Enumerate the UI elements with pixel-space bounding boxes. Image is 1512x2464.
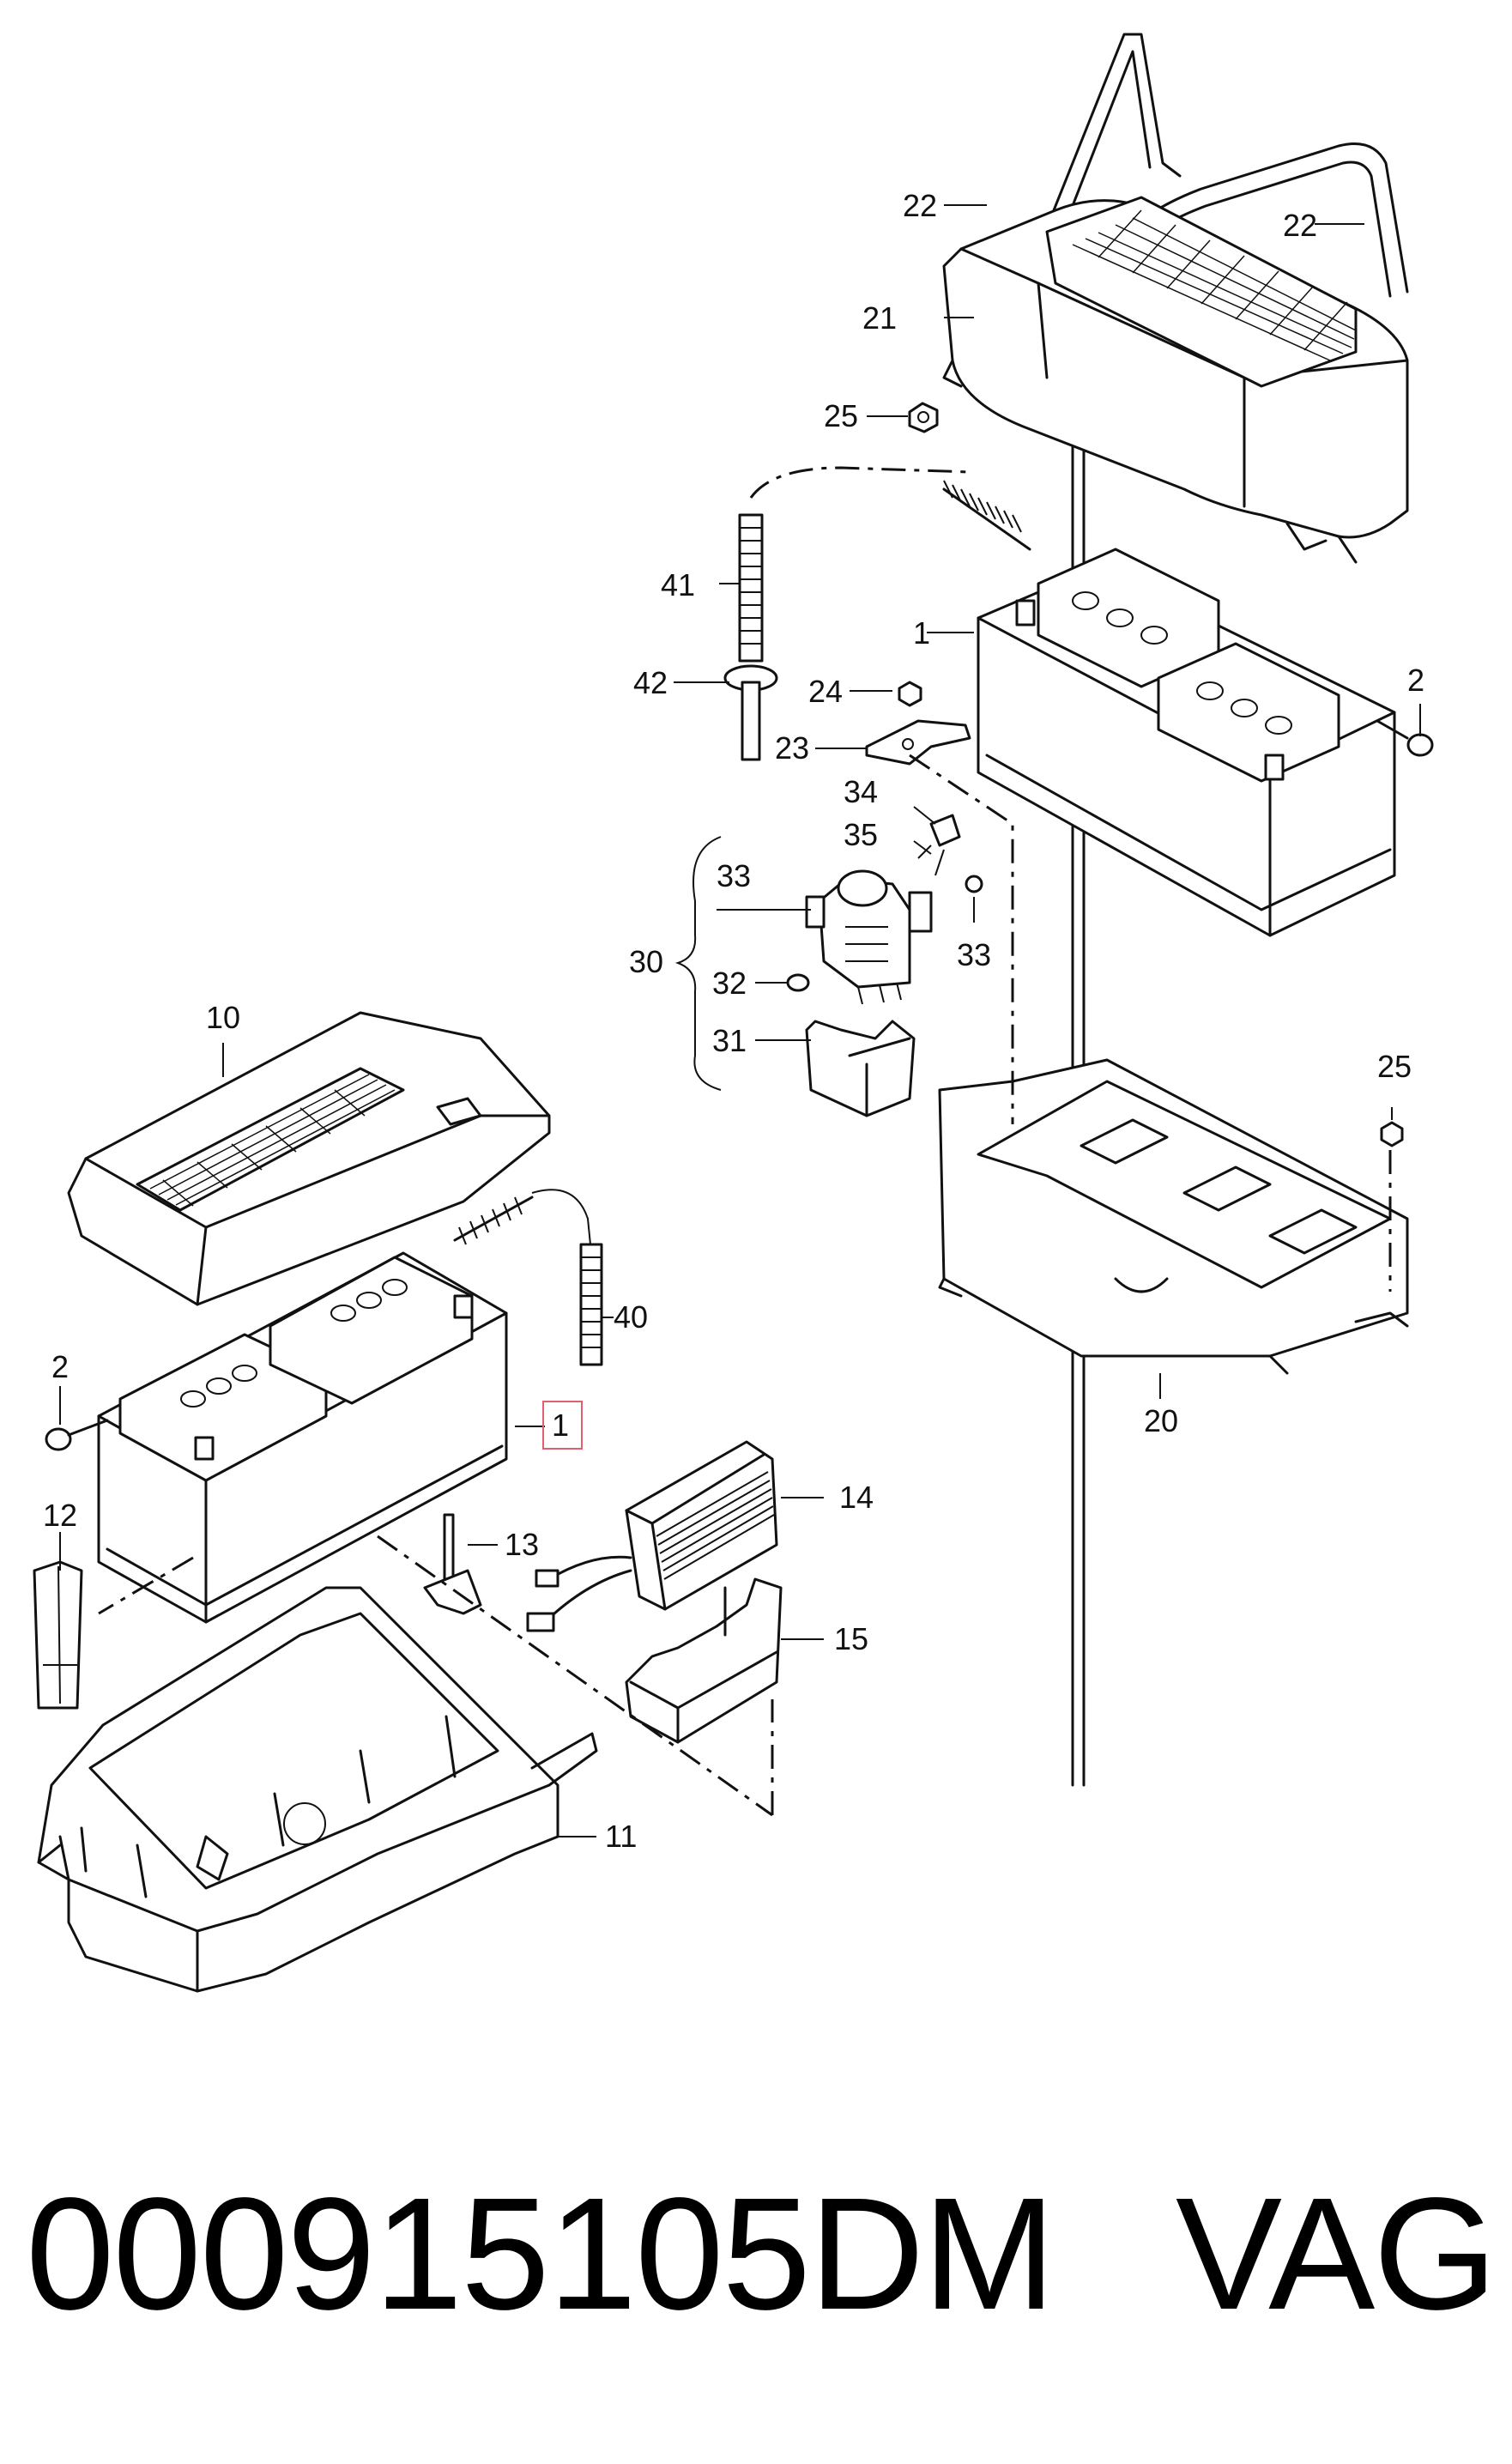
callout-1-top: 1 — [913, 615, 930, 651]
callout-35: 35 — [844, 817, 878, 852]
bracket-part-23 — [865, 681, 971, 766]
battery-part-1-bottom — [97, 1251, 508, 1624]
callout-22-right: 22 — [1283, 208, 1317, 243]
callout-2-right: 2 — [1407, 663, 1424, 698]
callout-20: 20 — [1144, 1403, 1178, 1438]
callout-14: 14 — [839, 1480, 874, 1515]
callout-33-right: 33 — [957, 937, 991, 972]
battery-tray-part-11 — [37, 1586, 598, 1993]
part-number: 000915105DM — [26, 2165, 1055, 2343]
battery-cover-part-10 — [67, 1011, 551, 1306]
callout-24: 24 — [808, 674, 843, 709]
callout-1-bottom: 1 — [552, 1408, 569, 1443]
callout-30: 30 — [629, 944, 663, 979]
battery-part-1-top — [977, 548, 1396, 937]
callout-2-left: 2 — [51, 1349, 69, 1384]
bracket-part-31 — [805, 1020, 916, 1117]
callout-21: 21 — [862, 300, 897, 336]
callout-12: 12 — [43, 1498, 77, 1533]
battery-tray-part-20 — [938, 1058, 1409, 1375]
callout-34: 34 — [844, 774, 878, 809]
callout-40: 40 — [614, 1299, 648, 1335]
bracket-part-12 — [33, 1560, 83, 1710]
callout-25-top: 25 — [824, 398, 858, 433]
footer: 000915105DM VAG — [26, 2163, 1497, 2343]
bolt-part-2-left — [45, 1419, 109, 1451]
callout-15: 15 — [834, 1621, 868, 1656]
callout-42: 42 — [633, 665, 668, 700]
nut-part-25-top — [908, 402, 939, 433]
cable-part-41-42 — [723, 466, 1031, 761]
callout-32: 32 — [712, 966, 747, 1001]
callout-41: 41 — [661, 567, 695, 602]
callout-23: 23 — [775, 730, 809, 766]
brand-name: VAG — [1176, 2165, 1497, 2343]
battery-box-cover-part-21 — [942, 196, 1409, 564]
leader-lines — [59, 204, 1421, 1837]
callout-13: 13 — [505, 1527, 539, 1562]
callout-33-top: 33 — [717, 858, 751, 893]
control-unit-part-14 — [526, 1440, 778, 1632]
cable-part-40 — [453, 1189, 603, 1366]
callout-10: 10 — [206, 1000, 240, 1035]
callout-11: 11 — [605, 1819, 637, 1854]
callout-22-left: 22 — [903, 188, 937, 223]
clamp-bolt-part-13 — [423, 1513, 482, 1615]
highlight-box — [542, 1401, 583, 1450]
bracket-part-15 — [625, 1577, 783, 1744]
callout-25-right: 25 — [1377, 1049, 1412, 1084]
callout-31: 31 — [712, 1023, 747, 1058]
relay-assembly-part-30 — [674, 814, 983, 1091]
